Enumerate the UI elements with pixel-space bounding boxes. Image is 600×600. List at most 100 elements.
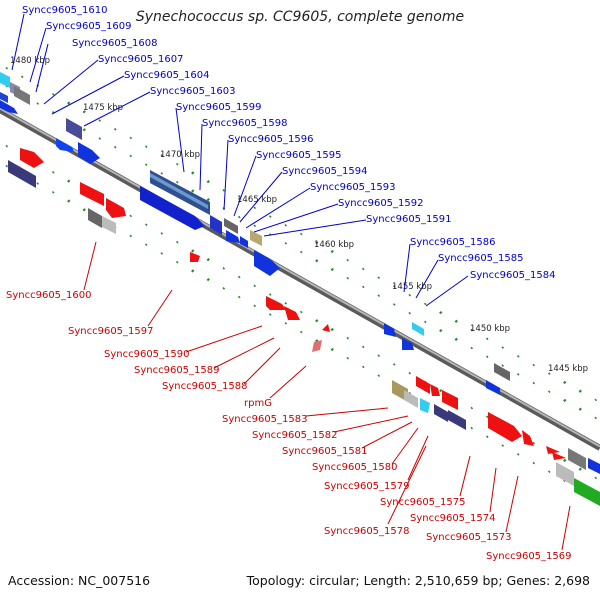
gene-arrow[interactable]: [420, 398, 430, 413]
gene-arrow[interactable]: [522, 430, 534, 446]
tick-mark: [578, 389, 582, 393]
forward-gene-label[interactable]: Syncc9605_1598: [202, 118, 288, 129]
forward-gene-label[interactable]: Syncc9605_1604: [124, 70, 210, 81]
gene-arrow[interactable]: [78, 142, 100, 164]
gene-arrow[interactable]: [224, 218, 238, 234]
gene-arrow[interactable]: [488, 412, 522, 442]
reverse-gene-label[interactable]: Syncc9605_1579: [324, 481, 410, 492]
gene-arrow[interactable]: [8, 160, 36, 188]
tick-mark: [315, 241, 319, 245]
gene-arrow[interactable]: [568, 448, 586, 470]
reverse-gene-label[interactable]: Syncc9605_1580: [312, 462, 398, 473]
gene-arrow[interactable]: [556, 462, 574, 486]
gene-arrow[interactable]: [254, 250, 280, 276]
gene-arrow[interactable]: [190, 252, 200, 262]
tick-mark: [330, 327, 334, 332]
tick-mark: [408, 311, 412, 315]
reverse-gene-label[interactable]: Syncc9605_1582: [252, 430, 338, 441]
reverse-gene-label[interactable]: Syncc9605_1600: [6, 290, 92, 301]
kbp-marker: 1470 kbp: [160, 150, 200, 160]
reverse-gene-label[interactable]: Syncc9605_1588: [162, 381, 248, 392]
tick-mark: [5, 66, 9, 70]
reverse-gene-label[interactable]: rpmG: [244, 398, 272, 409]
forward-gene-label[interactable]: Syncc9605_1586: [410, 237, 496, 248]
tick-mark: [113, 127, 117, 131]
gene-arrow[interactable]: [250, 230, 262, 246]
reverse-gene-labels: Syncc9605_1600 Syncc9605_1597 Syncc9605_…: [6, 241, 572, 562]
tick-mark: [299, 310, 303, 314]
reverse-gene-label[interactable]: Syncc9605_1573: [426, 532, 512, 543]
gene-arrow[interactable]: [0, 72, 10, 88]
gene-arrow[interactable]: [442, 390, 458, 410]
tick-mark: [222, 287, 226, 290]
gene-arrow[interactable]: [0, 100, 18, 114]
reverse-gene-label[interactable]: Syncc9605_1590: [104, 349, 190, 360]
reverse-gene-label[interactable]: Syncc9605_1589: [134, 365, 220, 376]
gene-arrow[interactable]: [88, 208, 102, 228]
gene-arrow[interactable]: [0, 92, 8, 103]
forward-gene-label[interactable]: Syncc9605_1585: [438, 253, 524, 264]
reverse-gene-label[interactable]: Syncc9605_1583: [222, 414, 308, 425]
reverse-gene-label[interactable]: Syncc9605_1581: [282, 446, 368, 457]
gene-arrow[interactable]: [486, 380, 500, 395]
forward-gene-label[interactable]: Syncc9605_1592: [338, 198, 424, 209]
gene-arrow[interactable]: [448, 410, 466, 430]
tick-mark: [206, 277, 210, 282]
forward-gene-label[interactable]: Syncc9605_1610: [22, 5, 108, 16]
reverse-gene-label[interactable]: Syncc9605_1578: [324, 526, 410, 537]
gene-arrow[interactable]: [588, 458, 600, 474]
tick-mark: [330, 267, 334, 272]
forward-gene-label[interactable]: Syncc9605_1609: [46, 21, 132, 32]
forward-gene-label[interactable]: Syncc9605_1596: [228, 134, 314, 145]
tick-mark: [485, 337, 489, 341]
gene-arrow[interactable]: [80, 182, 104, 206]
gene-arrow[interactable]: [240, 236, 248, 248]
forward-gene-label[interactable]: Syncc9605_1599: [176, 102, 262, 113]
gene-arrow[interactable]: [430, 384, 440, 396]
gene-arrow[interactable]: [150, 173, 208, 209]
gene-arrow[interactable]: [404, 390, 418, 408]
forward-gene-label[interactable]: Syncc9605_1594: [282, 166, 368, 177]
tick-mark: [547, 470, 551, 474]
tick-mark: [439, 388, 443, 393]
gene-arrow[interactable]: [322, 324, 330, 332]
gene-arrow[interactable]: [106, 198, 126, 218]
tick-mark: [392, 303, 396, 306]
reverse-gene-label[interactable]: Syncc9605_1574: [410, 513, 496, 524]
gene-arrow[interactable]: [102, 216, 116, 234]
gene-arrow[interactable]: [312, 340, 322, 352]
forward-gene-label[interactable]: Syncc9605_1584: [470, 270, 556, 281]
tick-mark: [253, 206, 257, 210]
map-title: Synechococcus sp. CC9605, complete genom…: [135, 9, 465, 25]
gene-arrow[interactable]: [402, 338, 414, 350]
forward-gene-label[interactable]: Syncc9605_1593: [310, 182, 396, 193]
gene-arrow[interactable]: [552, 452, 566, 460]
gene-arrow[interactable]: [14, 86, 30, 105]
gene-arrow[interactable]: [574, 478, 600, 506]
tick-mark: [268, 293, 272, 296]
tick-mark: [191, 249, 195, 253]
gene-arrow[interactable]: [412, 322, 424, 336]
gene-arrow[interactable]: [56, 138, 74, 152]
gene-arrow[interactable]: [434, 404, 448, 422]
gene-arrow[interactable]: [140, 186, 205, 230]
forward-gene-label[interactable]: Syncc9605_1608: [72, 38, 158, 49]
gene-arrow[interactable]: [266, 296, 286, 310]
reverse-gene-label[interactable]: Syncc9605_1575: [380, 497, 466, 508]
forward-gene-label[interactable]: Syncc9605_1607: [98, 54, 184, 65]
gene-arrow[interactable]: [66, 118, 82, 140]
forward-gene-label[interactable]: Syncc9605_1595: [256, 150, 342, 161]
reverse-gene-label[interactable]: Syncc9605_1569: [486, 551, 572, 562]
forward-gene-label[interactable]: Syncc9605_1603: [150, 86, 236, 97]
gene-arrow[interactable]: [494, 363, 510, 381]
gene-arrow[interactable]: [546, 446, 560, 454]
gene-arrow[interactable]: [20, 148, 44, 168]
forward-gene-label[interactable]: Syncc9605_1591: [366, 214, 452, 225]
gene-arrow[interactable]: [284, 306, 300, 320]
gene-arrow[interactable]: [384, 323, 396, 337]
reverse-gene-label[interactable]: Syncc9605_1597: [68, 326, 154, 337]
gene-arrow[interactable]: [416, 376, 430, 394]
gene-arrow[interactable]: [226, 230, 240, 243]
tick-mark: [67, 199, 71, 203]
gene-arrow[interactable]: [210, 215, 222, 235]
